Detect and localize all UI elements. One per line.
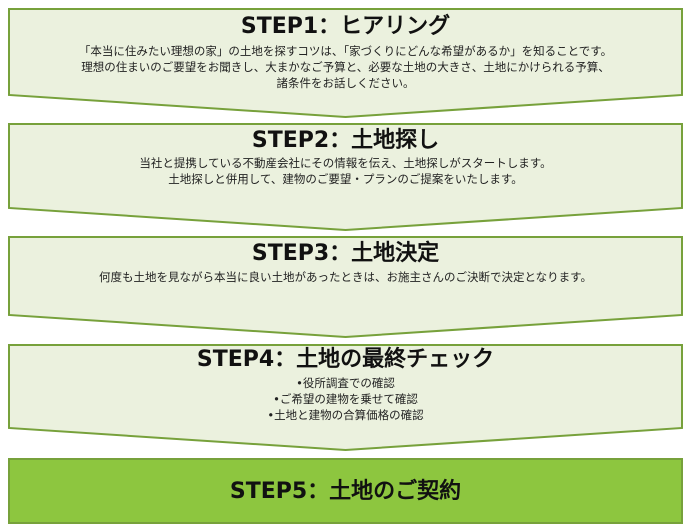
- step2-description: 当社と提携している不動産会社にその情報を伝え、土地探しがスタートします。 土地探…: [18, 155, 673, 187]
- step3-line: 何度も土地を見ながら本当に良い土地があったときは、お施主さんのご決断で決定となり…: [99, 270, 592, 284]
- step5-title: STEP5：土地のご契約: [229, 479, 462, 504]
- step1-line: 「本当に住みたい理想の家」の土地を探すコツは、「家づくりにどんな希望があるか」を…: [78, 44, 613, 58]
- step1-description: 「本当に住みたい理想の家」の土地を探すコツは、「家づくりにどんな希望があるか」を…: [18, 43, 673, 91]
- step1-title: STEP1：ヒアリング: [240, 14, 451, 39]
- step1-line: 諸条件をお話しください。: [276, 76, 415, 90]
- step4-line: •ご希望の建物を乗せて確認: [273, 392, 418, 406]
- step2-title: STEP2：土地探し: [251, 128, 440, 153]
- step4-line: •土地と建物の合算価格の確認: [267, 408, 424, 422]
- step1-box: [8, 8, 683, 119]
- step3-box: [8, 236, 683, 339]
- step4-description: •役所調査での確認 •ご希望の建物を乗せて確認 •土地と建物の合算価格の確認: [18, 375, 673, 423]
- step4-line: •役所調査での確認: [296, 376, 395, 390]
- step4-title: STEP4：土地の最終チェック: [196, 347, 495, 372]
- step3-description: 何度も土地を見ながら本当に良い土地があったときは、お施主さんのご決断で決定となり…: [18, 269, 673, 285]
- step5-box: [8, 458, 683, 524]
- step1-line: 理想の住まいのご要望をお聞きし、大まかなご予算と、必要な土地の大きさ、土地にかけ…: [81, 60, 610, 74]
- step2-box: [8, 123, 683, 232]
- step4-box: [8, 344, 683, 452]
- step2-line: 土地探しと併用して、建物のご要望・プランのご提案をいたします。: [168, 172, 523, 186]
- step3-title: STEP3：土地決定: [251, 241, 440, 266]
- step2-line: 当社と提携している不動産会社にその情報を伝え、土地探しがスタートします。: [139, 156, 552, 170]
